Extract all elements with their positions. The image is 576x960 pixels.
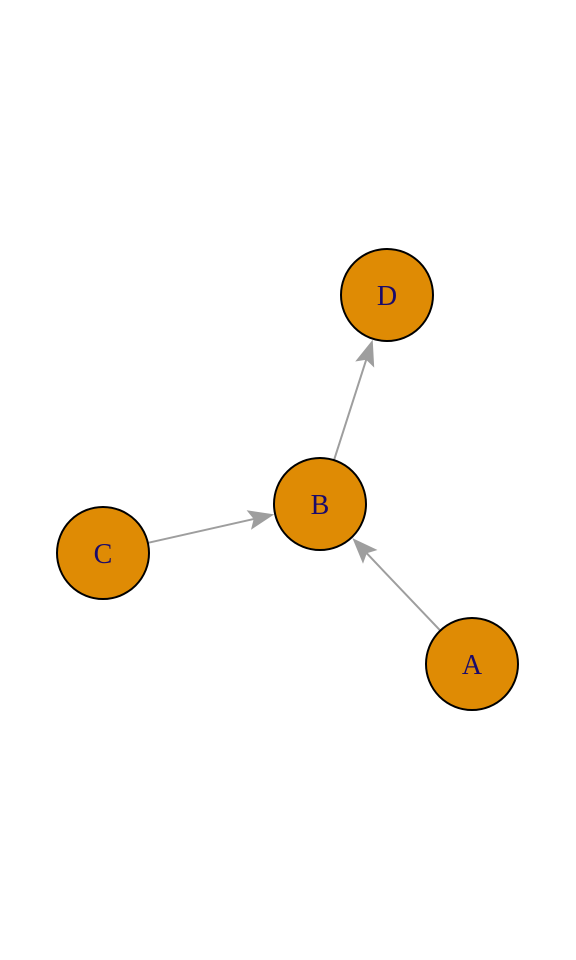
node-circle: [56, 506, 150, 600]
node-circle: [340, 248, 434, 342]
node-label: D: [377, 281, 397, 312]
node-d: D: [340, 248, 434, 342]
edge-c-to-b: [145, 510, 275, 545]
node-label: C: [94, 539, 113, 570]
node-circle: [273, 457, 367, 551]
node-label: A: [462, 650, 483, 681]
edge-layer: [145, 339, 443, 633]
edge-line: [145, 517, 255, 545]
node-a: A: [425, 617, 519, 711]
arrowhead-icon: [246, 510, 275, 530]
node-c: C: [56, 506, 150, 600]
edge-a-to-b: [352, 538, 443, 633]
node-layer: A B C D: [56, 248, 519, 711]
edge-b-to-d: [332, 339, 375, 463]
edge-line: [365, 551, 443, 633]
node-b: B: [273, 457, 367, 551]
arrowhead-icon: [352, 538, 378, 564]
edge-line: [332, 358, 368, 463]
arrowhead-icon: [355, 339, 375, 368]
node-circle: [425, 617, 519, 711]
node-label: B: [311, 490, 330, 521]
